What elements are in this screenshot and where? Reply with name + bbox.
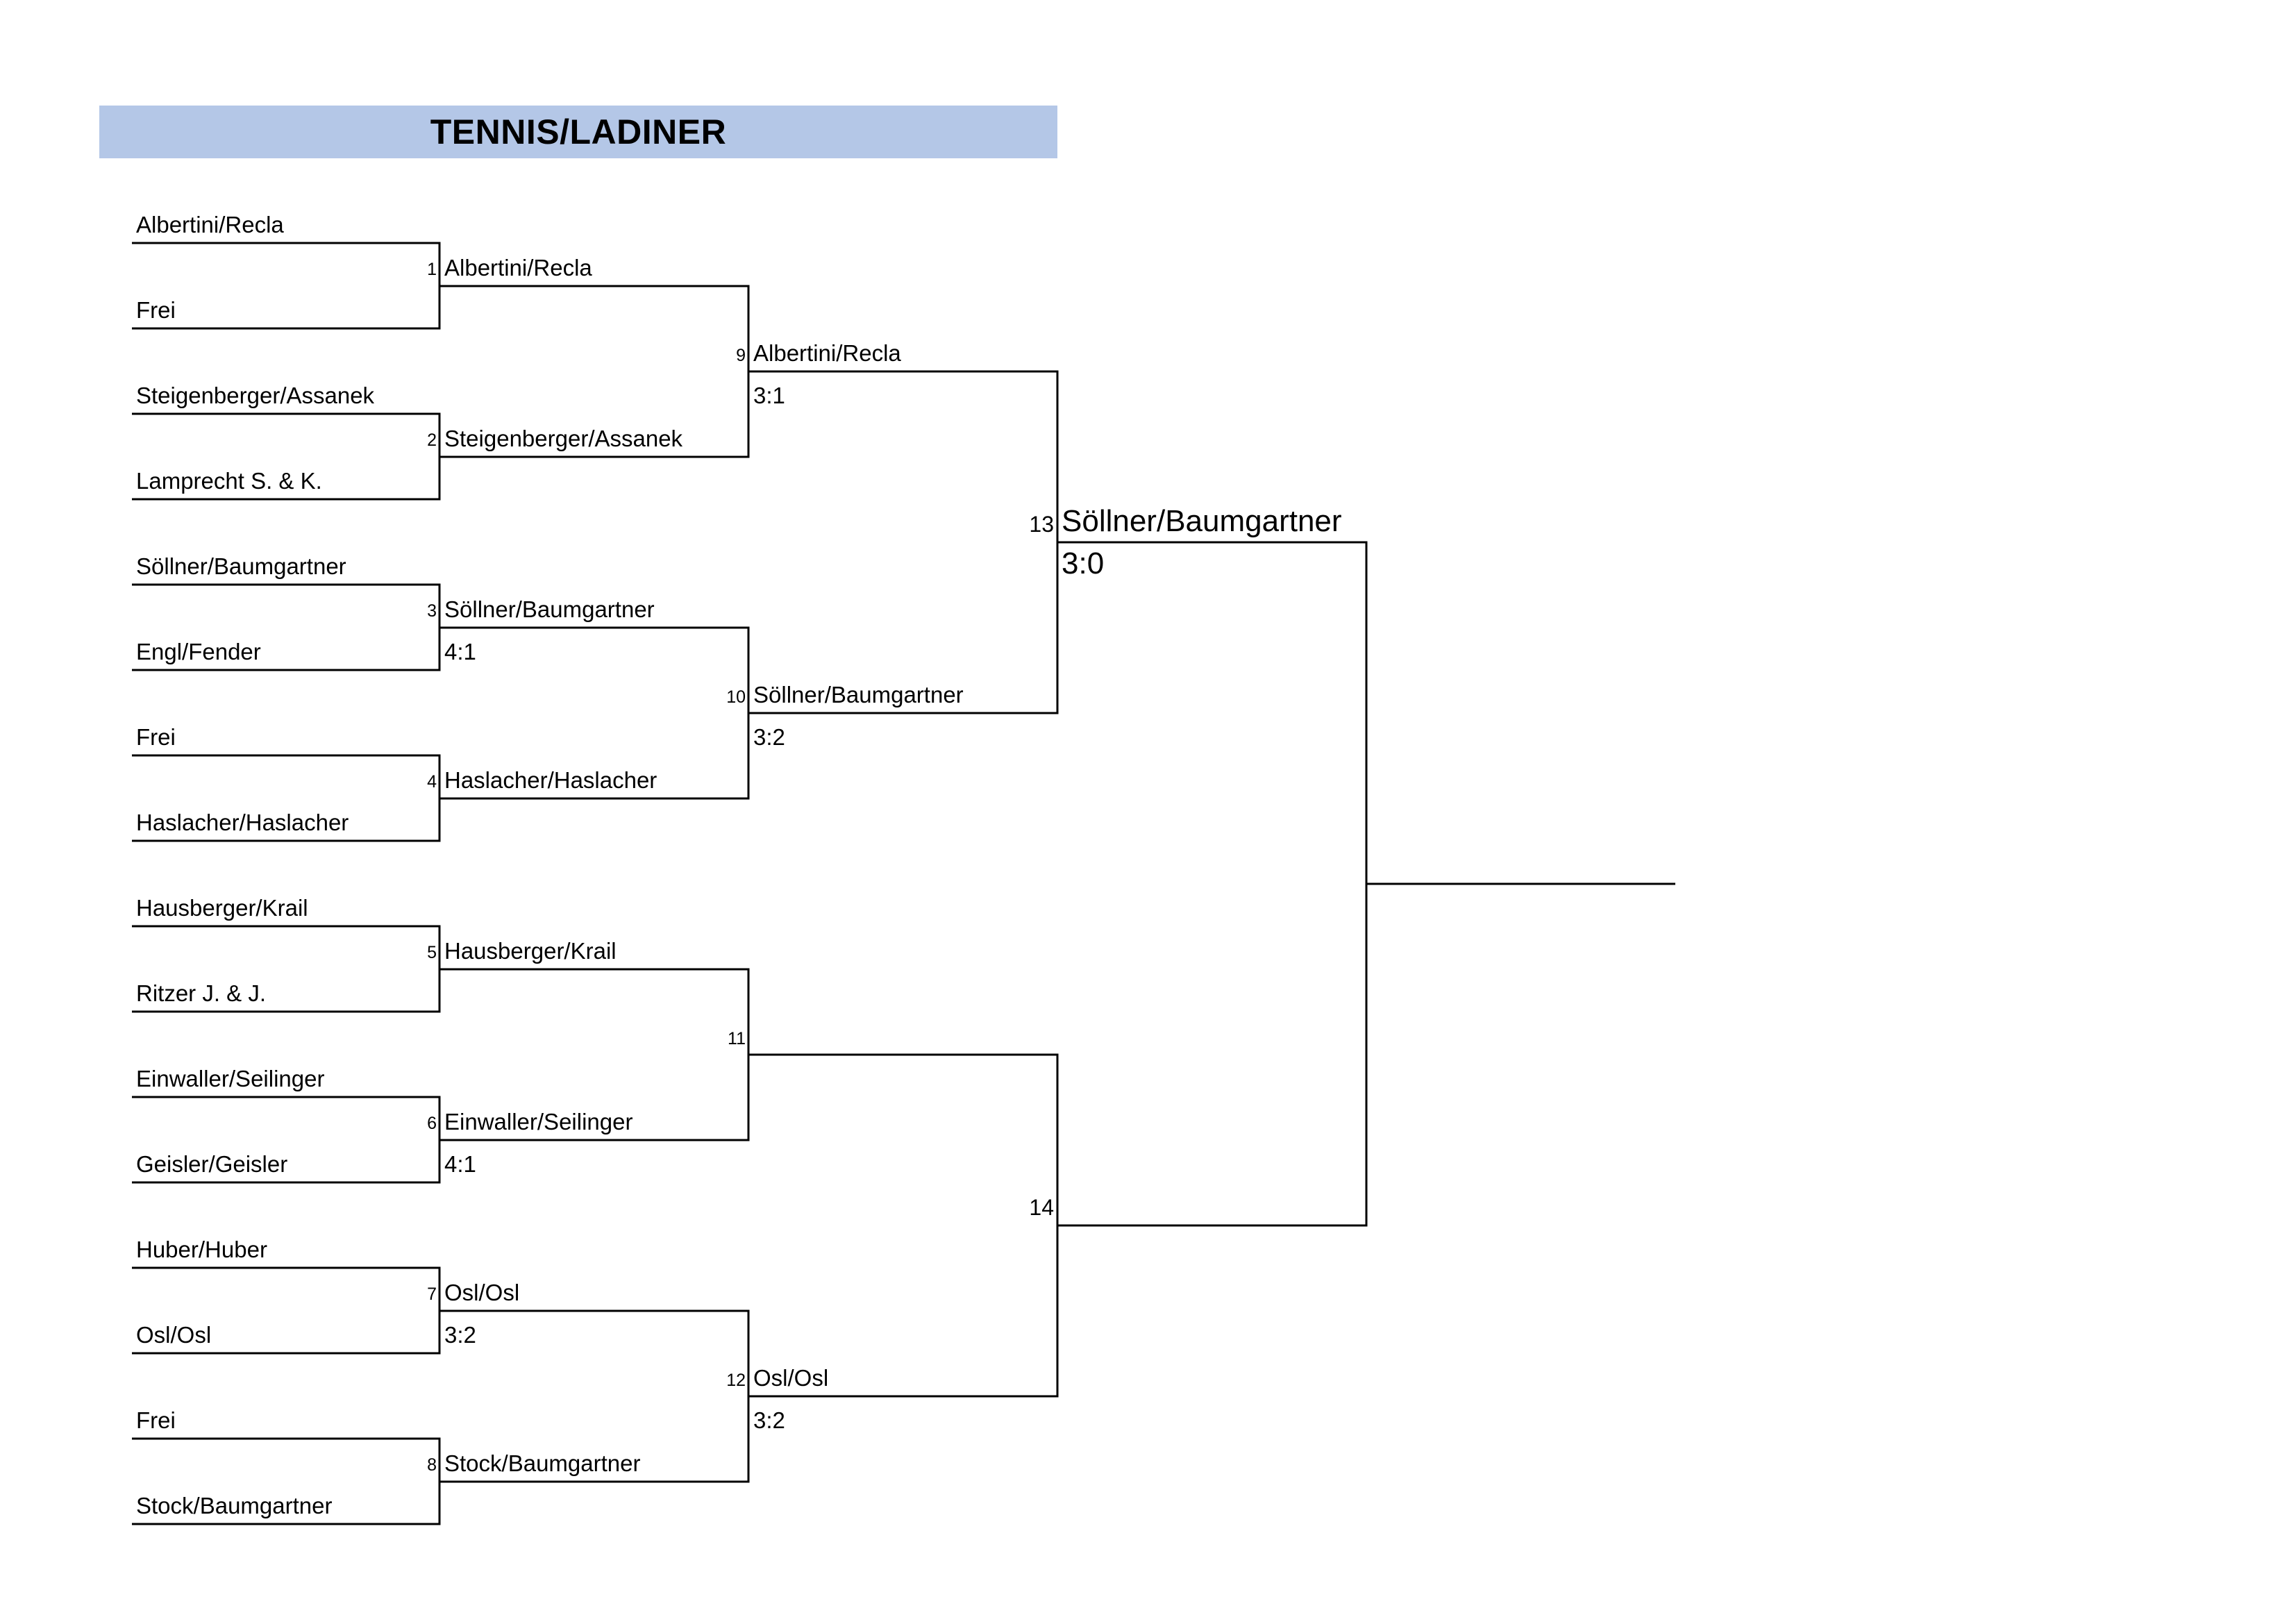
entrant-6b: Geisler/Geisler (136, 1151, 288, 1177)
page-title: TENNIS/LADINER (430, 112, 727, 151)
winner-match-4: Haslacher/Haslacher (444, 767, 657, 793)
winner-match-10: Söllner/Baumgartner (753, 682, 964, 708)
match-number-6: 6 (427, 1114, 437, 1133)
match-number-1: 1 (427, 260, 437, 279)
entrant-7b: Osl/Osl (136, 1322, 212, 1348)
entrant-8b: Stock/Baumgartner (136, 1493, 333, 1518)
score-match-9: 3:1 (753, 383, 785, 408)
match-number-12: 12 (726, 1371, 746, 1390)
match-number-5: 5 (427, 943, 437, 962)
entrant-7a: Huber/Huber (136, 1237, 267, 1262)
entrant-3b: Engl/Fender (136, 639, 261, 664)
winner-match-8: Stock/Baumgartner (444, 1450, 641, 1476)
entrant-2b: Lamprecht S. & K. (136, 468, 322, 494)
winner-match-3: Söllner/Baumgartner (444, 596, 655, 622)
entrant-1b: Frei (136, 297, 176, 323)
score-match-7: 3:2 (444, 1322, 476, 1348)
match-number-3: 3 (427, 601, 437, 621)
entrant-4b: Haslacher/Haslacher (136, 810, 349, 835)
winner-match-9: Albertini/Recla (753, 340, 901, 366)
score-match-3: 4:1 (444, 639, 476, 664)
match-number-11: 11 (728, 1029, 746, 1048)
entrant-1a: Albertini/Recla (136, 212, 284, 237)
entrant-5a: Hausberger/Krail (136, 895, 308, 921)
entrant-5b: Ritzer J. & J. (136, 980, 267, 1006)
winner-match-1: Albertini/Recla (444, 255, 592, 281)
match-number-13: 13 (1029, 512, 1054, 537)
match-number-9: 9 (736, 346, 746, 365)
match-number-7: 7 (427, 1284, 437, 1304)
entrant-6a: Einwaller/Seilinger (136, 1066, 325, 1091)
final-lines (1057, 541, 1368, 1227)
winner-match-12: Osl/Osl (753, 1365, 829, 1391)
match-1-lines (132, 242, 441, 330)
match-number-2: 2 (427, 430, 437, 450)
entrant-3a: Söllner/Baumgartner (136, 553, 346, 579)
entrant-8a: Frei (136, 1407, 176, 1433)
score-match-13: 3:0 (1062, 546, 1105, 580)
match-13-lines (748, 370, 1059, 714)
match-number-10: 10 (726, 687, 746, 707)
winner-match-6: Einwaller/Seilinger (444, 1109, 633, 1135)
winner-match-7: Osl/Osl (444, 1280, 520, 1305)
winner-match-5: Hausberger/Krail (444, 938, 617, 964)
winner-match-13: Söllner/Baumgartner (1062, 504, 1342, 538)
match-number-8: 8 (427, 1455, 437, 1475)
score-match-6: 4:1 (444, 1151, 476, 1177)
score-match-10: 3:2 (753, 724, 785, 750)
entrant-2a: Steigenberger/Assanek (136, 383, 375, 408)
match-number-4: 4 (427, 772, 437, 792)
title-bar: TENNIS/LADINER (99, 106, 1057, 158)
match-number-14: 14 (1029, 1195, 1054, 1220)
score-match-12: 3:2 (753, 1407, 785, 1433)
entrant-4a: Frei (136, 724, 176, 750)
match-14-lines (748, 1053, 1059, 1398)
winner-match-2: Steigenberger/Assanek (444, 426, 683, 451)
